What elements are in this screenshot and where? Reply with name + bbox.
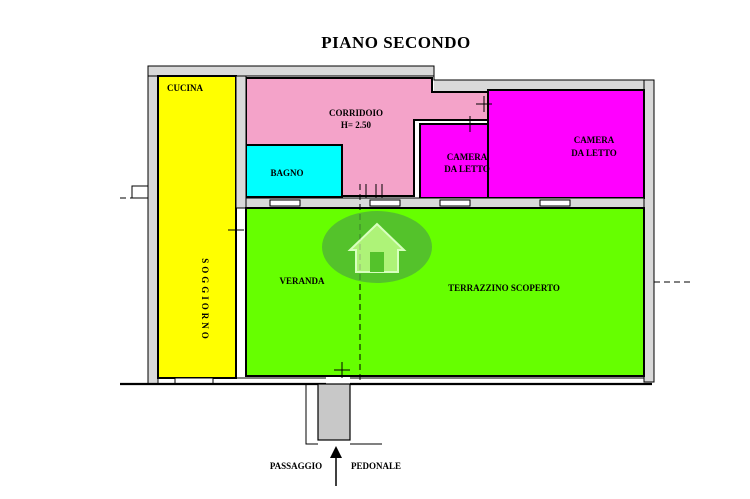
cross-marks (228, 96, 492, 378)
room-soggiorno (157, 75, 237, 379)
house-logo-icon (322, 211, 432, 283)
inner-wall-vertical (235, 75, 247, 209)
label-bagno: BAGNO (270, 168, 303, 178)
label-passaggio: PASSAGGIO (270, 461, 322, 471)
page-title: PIANO SECONDO (321, 33, 471, 52)
label-camera-2-line2: DA LETTO (571, 148, 617, 158)
room-terrace (245, 207, 645, 377)
arrow-up-icon (330, 446, 342, 486)
passage-walls (305, 384, 382, 445)
exterior-wall-left (147, 65, 159, 385)
label-camera-2-line1: CAMERA (574, 135, 615, 145)
label-soggiorno: SOGGIORNO (200, 258, 210, 342)
window-marks (131, 185, 571, 385)
room-camera-2 (487, 89, 645, 199)
label-veranda: VERANDA (280, 276, 326, 286)
label-camera-1-line1: CAMERA (447, 152, 488, 162)
exterior-wall-right (643, 79, 655, 383)
label-corridoio-height: H= 2.50 (341, 120, 372, 130)
label-terrazzino: TERRAZZINO SCOPERTO (448, 283, 560, 293)
label-corridoio: CORRIDOIO (329, 108, 383, 118)
label-pedonale: PEDONALE (351, 461, 401, 471)
door-marks (365, 184, 383, 198)
pedestrian-passage (317, 383, 351, 441)
exterior-wall-top (147, 65, 435, 77)
label-cucina: CUCINA (167, 83, 204, 93)
label-camera-1-line2: DA LETTO (444, 164, 490, 174)
exterior-wall-top-right (433, 66, 649, 93)
